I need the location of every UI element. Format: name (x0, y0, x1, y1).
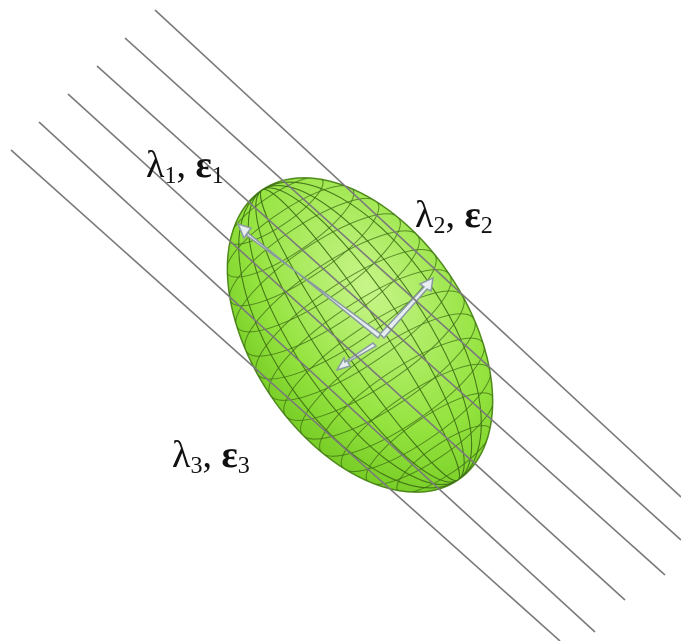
fiber-line (96, 65, 666, 576)
label-first-eigenvalue: λ1, ε1 (146, 144, 224, 189)
label-third-eigenvalue: λ3, ε3 (172, 434, 250, 479)
parallel-fiber-lines (10, 9, 681, 641)
label-second-eigenvalue: λ2, ε2 (415, 194, 493, 239)
mesh-ring (244, 230, 420, 357)
fiber-line (38, 121, 596, 633)
mesh-ring (396, 425, 492, 494)
arrow-axis-1 (236, 222, 383, 340)
mesh-ring (255, 249, 437, 380)
fiber-line (124, 37, 681, 541)
fiber-line (67, 93, 626, 601)
fiber-line (10, 149, 561, 641)
fiber-line (154, 9, 681, 498)
